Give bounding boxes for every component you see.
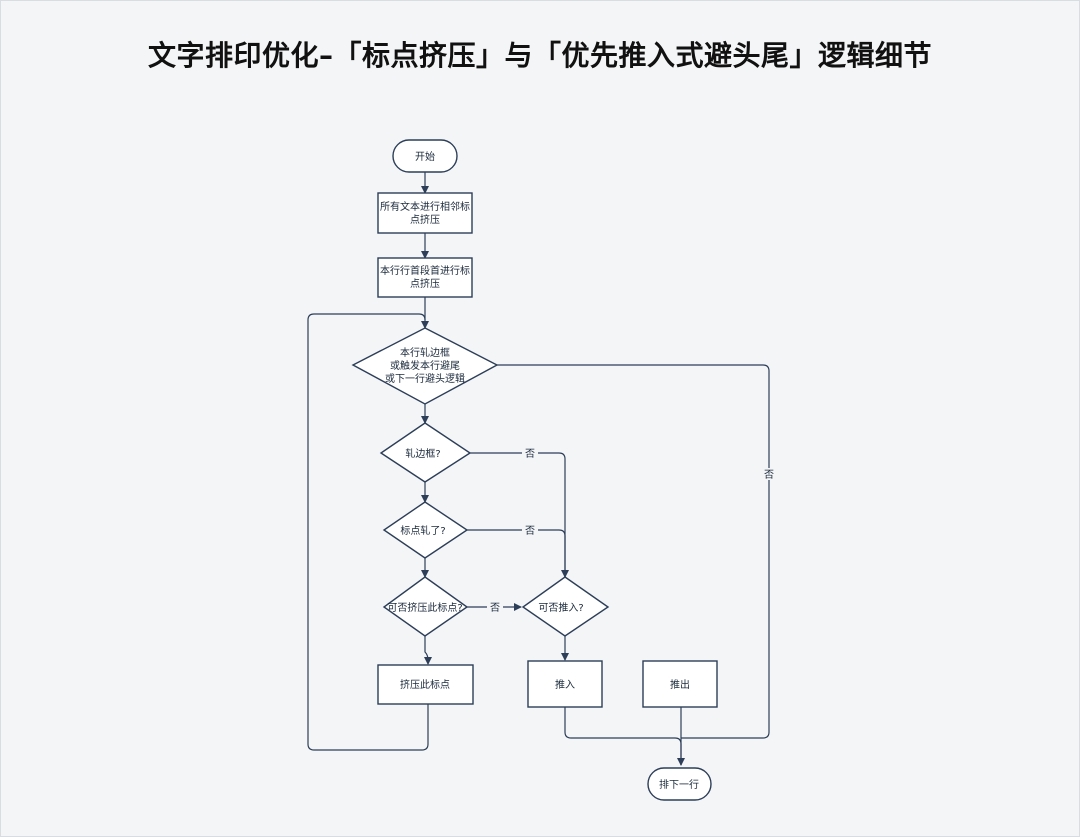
node-check-line-label-line2: 或触发本行避尾: [390, 359, 460, 372]
node-push-in-label: 推入: [555, 678, 575, 691]
node-next-line-shape: [647, 767, 712, 801]
edges: [307, 172, 770, 766]
node-check-line-label-line3: 或下一行避头逻辑: [385, 372, 465, 385]
edge-border-no: [470, 452, 569, 578]
nodes: [351, 139, 718, 801]
node-check-border-label: 轧边框?: [405, 447, 440, 460]
node-push-out-shape: [642, 660, 718, 708]
node-compress-all-label-line1: 所有文本进行相邻标: [380, 200, 470, 213]
node-next-line-label: 排下一行: [659, 778, 699, 791]
node-can-push-shape: [521, 576, 610, 637]
page-title: 文字排印优化–「标点挤压」与「优先推入式避头尾」逻辑细节: [147, 39, 932, 72]
edge-check-line-no: [497, 364, 770, 739]
node-check-punct-shape: [382, 501, 469, 559]
node-compress-line-label-line1: 本行行首段首进行标: [380, 264, 470, 277]
node-can-push-label: 可否推入?: [538, 601, 583, 614]
edge-label-no-3: 否: [490, 602, 500, 614]
edge-punct-no: [467, 529, 566, 577]
node-check-line-shape: [351, 327, 499, 405]
node-check-punct-label: 标点轧了?: [400, 524, 445, 537]
node-do-compress-label: 挤压此标点: [400, 678, 450, 691]
node-push-out-label: 推出: [670, 678, 690, 691]
edge-pushin-next: [564, 707, 685, 766]
node-check-border-shape: [379, 422, 472, 483]
edge-loop-back: [307, 313, 429, 751]
node-do-compress-shape: [377, 664, 474, 705]
node-labels: 开始 所有文本进行相邻标 点挤压 本行行首段首进行标 点挤压 本行轧边框 或触发…: [380, 150, 699, 791]
node-compress-all-label-line2: 点挤压: [410, 213, 440, 226]
node-start-shape: [392, 139, 458, 173]
node-start-label: 开始: [415, 150, 435, 163]
edge-labels: 否 否 否 否: [487, 447, 777, 614]
node-compress-all-shape: [377, 192, 473, 234]
edge-compress-do: [424, 636, 432, 665]
node-can-compress-shape: [382, 576, 469, 637]
node-compress-line-shape: [377, 257, 473, 298]
edge-label-no-4: 否: [764, 469, 774, 481]
node-can-compress-label: 可否挤压此标点?: [387, 601, 462, 614]
edge-label-no-1: 否: [525, 448, 535, 460]
node-compress-line-label-line2: 点挤压: [410, 277, 440, 290]
node-push-in-shape: [527, 660, 603, 708]
edge-label-no-2: 否: [525, 525, 535, 537]
node-check-line-label-line1: 本行轧边框: [400, 346, 450, 359]
